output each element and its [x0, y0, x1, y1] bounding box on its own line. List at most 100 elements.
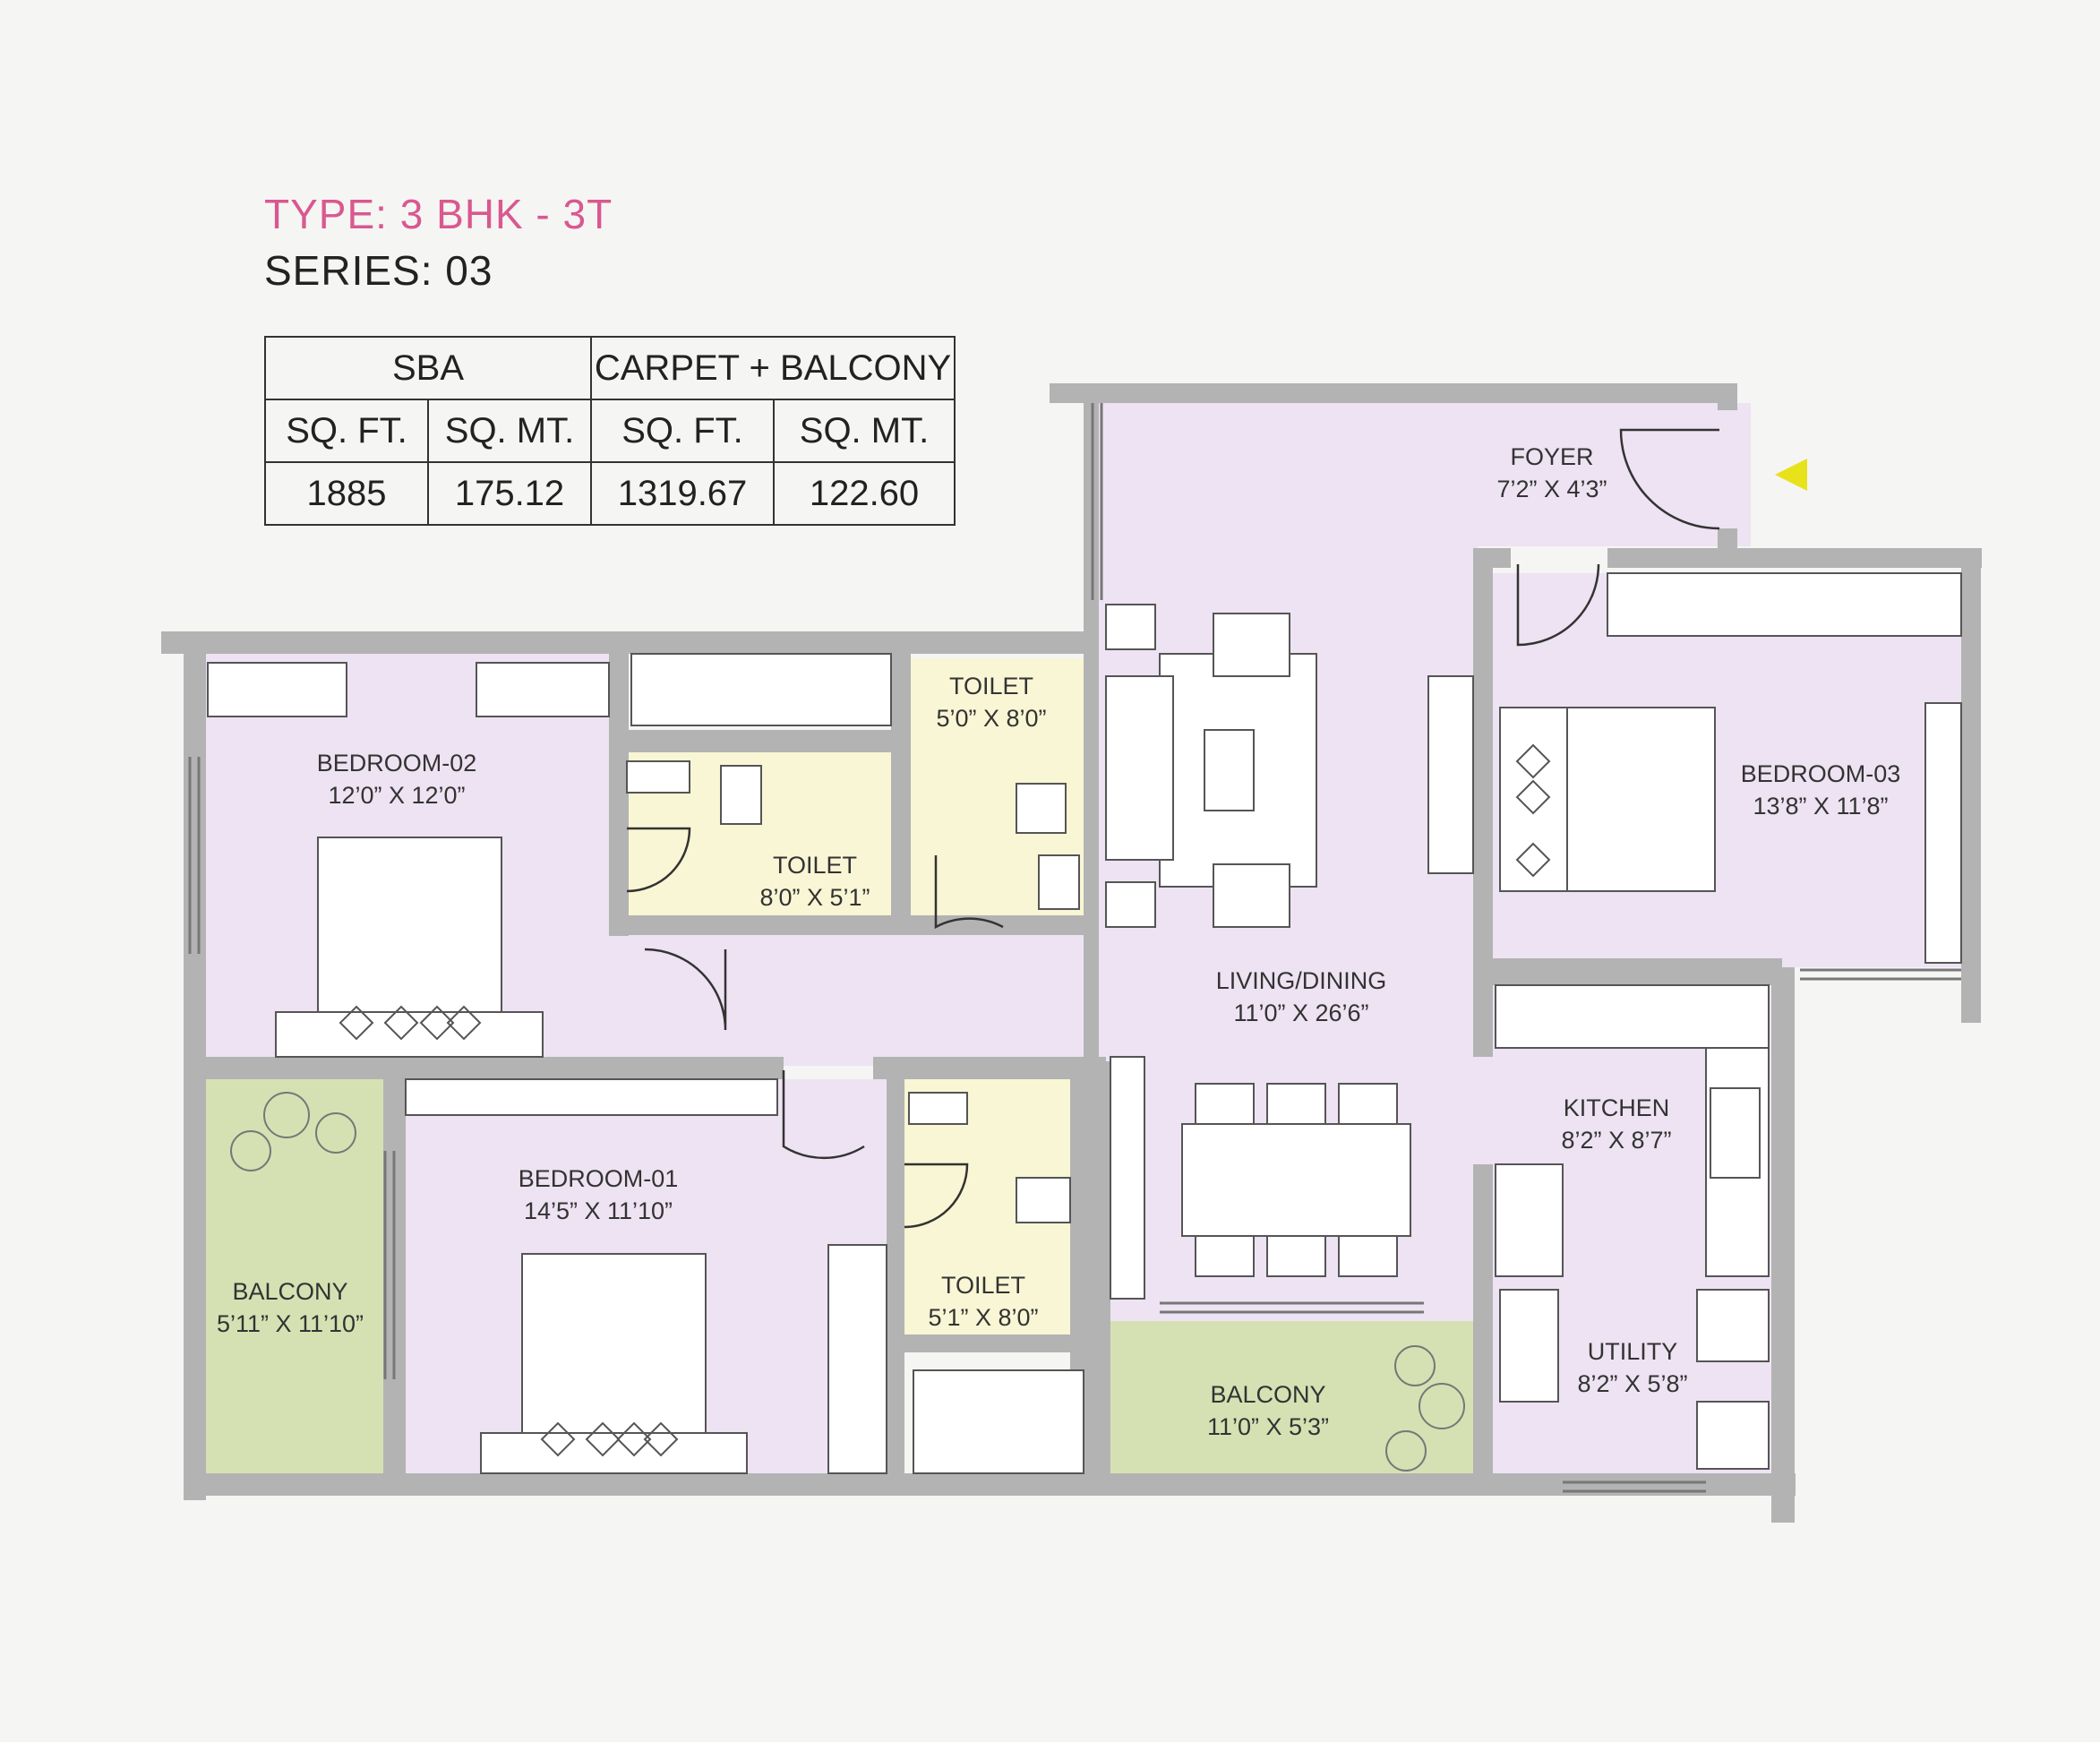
wall [1607, 548, 1982, 568]
room-size: 11’0” X 26’6” [1233, 1000, 1369, 1026]
wall [1718, 383, 1737, 410]
room-size: 8’2” X 5’8” [1577, 1370, 1688, 1397]
furniture [207, 572, 1962, 1474]
wall [891, 631, 911, 927]
wc [1016, 1177, 1071, 1223]
pillows-bedroom02 [339, 1005, 482, 1041]
room-name: BALCONY [232, 1278, 348, 1305]
wall [887, 1066, 904, 1487]
wall [1473, 548, 1493, 960]
console-unit [1110, 1056, 1145, 1300]
unit-carpet-sqmt: SQ. MT. [773, 399, 956, 463]
bedroom01-door [782, 1070, 865, 1160]
room-name: BALCONY [1210, 1381, 1326, 1408]
wall [184, 1473, 1796, 1496]
dining-chair [1338, 1083, 1398, 1125]
value-sba-sqmt: 175.12 [427, 461, 592, 526]
foyer-fill [1097, 403, 1751, 546]
wardrobe-bedroom01 [405, 1078, 778, 1116]
bedside-unit [1499, 707, 1568, 892]
toilet-top-door [934, 855, 1004, 930]
room-size: 8’0” X 5’1” [759, 884, 870, 911]
room-name: TOILET [772, 852, 858, 879]
wall [184, 1057, 784, 1079]
wall [1961, 548, 1981, 1023]
entry-arrow-icon [1775, 459, 1807, 491]
dining-chair [1266, 1235, 1326, 1277]
room-toilet-top: TOILET 5’0” X 8’0” [936, 670, 1046, 734]
shaft [913, 1369, 1084, 1474]
wc [720, 765, 762, 825]
bed-bedroom03 [1562, 707, 1716, 892]
corridor-fill [609, 931, 1110, 1066]
area-table-value-row: 1885 175.12 1319.67 122.60 [264, 461, 956, 526]
bedroom03-door [1516, 563, 1600, 647]
wall [1473, 1164, 1493, 1496]
room-name: KITCHEN [1563, 1094, 1670, 1121]
wall [1718, 528, 1737, 548]
windows [188, 403, 1961, 1493]
pillow-marks [339, 743, 1551, 1457]
unit-sba-sqft: SQ. FT. [264, 399, 429, 463]
fridge [1495, 1163, 1564, 1277]
room-living-dining: LIVING/DINING 11’0” X 26’6” [1216, 965, 1387, 1029]
room-foyer: FOYER 7’2” X 4’3” [1496, 441, 1607, 505]
wall [873, 1057, 1106, 1079]
unit-carpet-sqft: SQ. FT. [590, 399, 775, 463]
value-carpet-sqft: 1319.67 [590, 461, 775, 526]
utility-sink [1499, 1289, 1559, 1403]
room-name: LIVING/DINING [1215, 967, 1387, 994]
plants [230, 1092, 1465, 1472]
room-name: BEDROOM-03 [1740, 760, 1901, 787]
walls [161, 383, 1982, 1523]
bedside-unit [480, 1432, 748, 1474]
room-name: FOYER [1510, 443, 1594, 470]
doors [626, 428, 1720, 1229]
hob [1710, 1087, 1761, 1179]
side-table [1105, 604, 1156, 650]
dining-chair [1338, 1235, 1398, 1277]
wall [1050, 383, 1737, 403]
storage-unit [630, 653, 892, 726]
plan-series-title: SERIES: 03 [264, 247, 493, 294]
washing-machine [1696, 1289, 1770, 1362]
value-carpet-sqmt: 122.60 [773, 461, 956, 526]
wall [609, 631, 629, 936]
wall [609, 915, 1097, 935]
room-size: 11’0” X 5’3” [1206, 1413, 1330, 1440]
wall [896, 1334, 1084, 1352]
wall [161, 631, 179, 654]
area-table: SBA CARPET + BALCONY SQ. FT. SQ. MT. SQ.… [264, 336, 956, 526]
wall [1771, 967, 1795, 1523]
dining-chair [1266, 1083, 1326, 1125]
dining-chair [1195, 1235, 1255, 1277]
wall [1473, 958, 1782, 985]
washbasin [626, 760, 690, 794]
room-toilet-bottom: TOILET 5’1” X 8’0” [928, 1269, 1038, 1334]
balcony-bottom-fill [1110, 1321, 1473, 1487]
foyer-main-door [1619, 428, 1720, 530]
side-table [1105, 881, 1156, 928]
room-bedroom-03: BEDROOM-03 13’8” X 11’8” [1741, 758, 1901, 822]
plan-type-title: TYPE: 3 BHK - 3T [264, 191, 613, 237]
dining-chair [1195, 1083, 1255, 1125]
room-bedroom-02: BEDROOM-02 12’0” X 12’0” [317, 747, 477, 811]
area-table-unit-row: SQ. FT. SQ. MT. SQ. FT. SQ. MT. [264, 399, 956, 463]
plant-icon [1394, 1345, 1436, 1386]
plant-icon [315, 1112, 356, 1154]
room-size: 13’8” X 11’8” [1753, 793, 1889, 820]
room-balcony-bottom: BALCONY 11’0” X 5’3” [1207, 1378, 1329, 1443]
wardrobe-bedroom03 [1607, 572, 1962, 637]
washbasin [1038, 854, 1080, 910]
room-name: TOILET [948, 673, 1034, 699]
room-name: BEDROOM-02 [316, 750, 477, 777]
tv-unit [1427, 675, 1474, 874]
dryer [1696, 1401, 1770, 1470]
wall [609, 730, 896, 752]
pillows-bedroom01 [540, 1421, 679, 1457]
wardrobe-bedroom01 [827, 1244, 887, 1474]
armchair [1213, 613, 1290, 677]
room-size: 5’0” X 8’0” [936, 705, 1047, 732]
bed-bedroom02 [317, 837, 502, 1026]
toilet-mid-door [626, 827, 691, 893]
